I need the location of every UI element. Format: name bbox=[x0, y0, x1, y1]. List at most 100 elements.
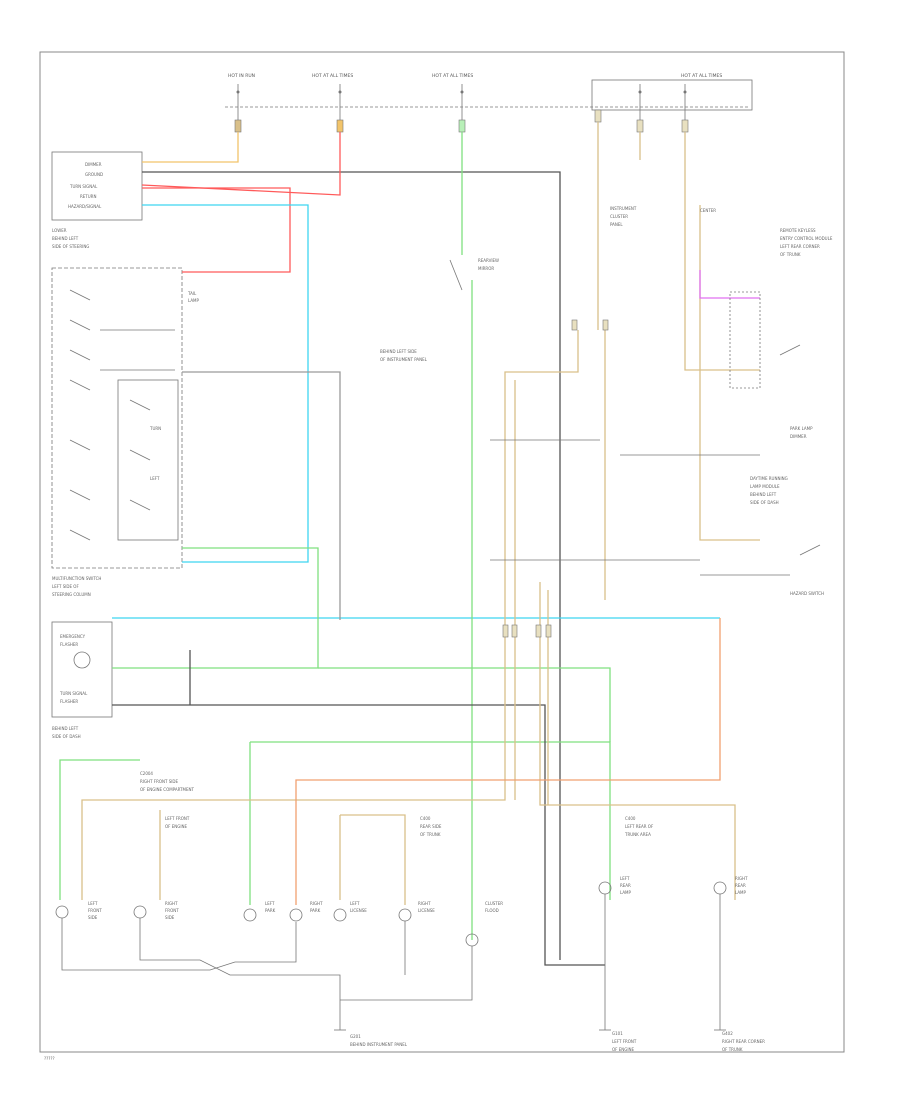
bulb-icon bbox=[713, 881, 727, 895]
svg-text:OF ENGINE: OF ENGINE bbox=[165, 824, 188, 829]
inline-connectors bbox=[502, 319, 609, 638]
bulb-icon bbox=[333, 908, 347, 922]
svg-text:LEFT: LEFT bbox=[265, 901, 275, 906]
svg-text:BEHIND LEFT: BEHIND LEFT bbox=[52, 726, 79, 731]
svg-text:BEHIND INSTRUMENT PANEL: BEHIND INSTRUMENT PANEL bbox=[350, 1042, 408, 1047]
svg-text:ENTRY CONTROL MODULE: ENTRY CONTROL MODULE bbox=[780, 236, 833, 241]
svg-text:G101: G101 bbox=[612, 1031, 623, 1036]
svg-text:DAYTIME RUNNING: DAYTIME RUNNING bbox=[750, 476, 788, 481]
svg-text:G201: G201 bbox=[350, 1034, 361, 1039]
svg-text:TURN SIGNAL: TURN SIGNAL bbox=[59, 691, 88, 696]
svg-text:LEFT REAR CORNER: LEFT REAR CORNER bbox=[780, 244, 820, 249]
svg-text:PARK LAMP: PARK LAMP bbox=[790, 426, 813, 431]
svg-text:FLASHER: FLASHER bbox=[60, 699, 78, 704]
bulb-icon bbox=[289, 908, 303, 922]
svg-text:RIGHT FRONT SIDE: RIGHT FRONT SIDE bbox=[140, 779, 179, 784]
hazard-flasher: EMERGENCY FLASHER TURN SIGNAL FLASHER BE… bbox=[51, 621, 113, 739]
svg-text:LOWER: LOWER bbox=[52, 228, 67, 233]
svg-text:LEFT SIDE OF: LEFT SIDE OF bbox=[52, 584, 79, 589]
svg-text:CLUSTER: CLUSTER bbox=[485, 901, 503, 906]
svg-text:CLUSTER: CLUSTER bbox=[610, 214, 628, 219]
svg-text:TAIL: TAIL bbox=[187, 291, 197, 296]
svg-text:DIMMER: DIMMER bbox=[85, 162, 102, 167]
svg-text:SIDE: SIDE bbox=[165, 915, 175, 920]
svg-text:OF ENGINE COMPARTMENT: OF ENGINE COMPARTMENT bbox=[140, 787, 194, 792]
svg-text:CENTER: CENTER bbox=[700, 208, 716, 213]
svg-text:EMERGENCY: EMERGENCY bbox=[60, 634, 86, 639]
svg-text:PANEL: PANEL bbox=[610, 222, 623, 227]
svg-text:PARK: PARK bbox=[265, 908, 276, 913]
svg-text:RIGHT: RIGHT bbox=[165, 901, 178, 906]
svg-text:OF TRUNK: OF TRUNK bbox=[722, 1047, 743, 1052]
svg-text:DIMMER: DIMMER bbox=[790, 434, 807, 439]
figure-id: ????? bbox=[44, 1056, 55, 1061]
svg-text:REMOTE KEYLESS: REMOTE KEYLESS bbox=[780, 228, 816, 233]
svg-text:C2004: C2004 bbox=[140, 771, 153, 776]
svg-text:TURN SIGNAL: TURN SIGNAL bbox=[69, 184, 98, 189]
svg-text:MIRROR: MIRROR bbox=[478, 266, 494, 271]
svg-text:OF TRUNK: OF TRUNK bbox=[780, 252, 801, 257]
svg-text:RIGHT: RIGHT bbox=[418, 901, 431, 906]
svg-text:OF INSTRUMENT PANEL: OF INSTRUMENT PANEL bbox=[380, 357, 428, 362]
svg-text:BEHIND LEFT: BEHIND LEFT bbox=[750, 492, 777, 497]
svg-text:C400: C400 bbox=[420, 816, 431, 821]
multifunction-switch: TURN LEFT TAIL LAMP MULTIFUNCTION SWITCH… bbox=[51, 267, 200, 597]
svg-text:STEERING COLUMN: STEERING COLUMN bbox=[52, 592, 91, 597]
diagram-frame bbox=[39, 51, 845, 1053]
fuse-icon bbox=[236, 84, 687, 120]
bottom-labels: C2004 RIGHT FRONT SIDE OF ENGINE COMPART… bbox=[140, 771, 765, 1052]
svg-text:INSTRUMENT: INSTRUMENT bbox=[610, 206, 637, 211]
fuse-label-3: HOT AT ALL TIMES bbox=[432, 73, 473, 79]
svg-text:LAMP: LAMP bbox=[735, 890, 747, 895]
svg-text:TURN: TURN bbox=[149, 426, 161, 431]
right-connector-block: CENTER REMOTE KEYLESS ENTRY CONTROL MODU… bbox=[700, 208, 833, 596]
bulb-icon bbox=[598, 881, 612, 895]
fuse-label-1: HOT IN RUN bbox=[228, 73, 255, 79]
svg-text:SIDE OF DASH: SIDE OF DASH bbox=[750, 500, 779, 505]
svg-text:FRONT: FRONT bbox=[165, 908, 179, 913]
bulb-icon bbox=[243, 908, 257, 922]
svg-text:LICENSE: LICENSE bbox=[418, 908, 435, 913]
svg-text:PARK: PARK bbox=[310, 908, 321, 913]
ground-junction: BEHIND LEFT SIDE OF INSTRUMENT PANEL INS… bbox=[380, 206, 637, 362]
svg-text:BEHIND LEFT SIDE: BEHIND LEFT SIDE bbox=[380, 349, 417, 354]
svg-text:RETURN: RETURN bbox=[80, 194, 96, 199]
svg-text:SIDE OF STEERING: SIDE OF STEERING bbox=[52, 244, 89, 249]
fuse-label-2: HOT AT ALL TIMES bbox=[312, 73, 353, 79]
svg-text:BEHIND LEFT: BEHIND LEFT bbox=[52, 236, 79, 241]
bulb-icon bbox=[55, 905, 69, 919]
svg-text:REAR SIDE: REAR SIDE bbox=[420, 824, 442, 829]
svg-text:REARVIEW: REARVIEW bbox=[478, 258, 499, 263]
svg-text:TRUNK AREA: TRUNK AREA bbox=[624, 832, 651, 837]
bulb-icon bbox=[398, 908, 412, 922]
svg-text:LICENSE: LICENSE bbox=[350, 908, 367, 913]
svg-text:FLASHER: FLASHER bbox=[60, 642, 78, 647]
svg-text:HAZARD/SIGNAL: HAZARD/SIGNAL bbox=[68, 204, 102, 209]
svg-text:LEFT FRONT: LEFT FRONT bbox=[165, 816, 190, 821]
svg-text:LEFT REAR OF: LEFT REAR OF bbox=[625, 824, 654, 829]
svg-text:RIGHT: RIGHT bbox=[735, 876, 748, 881]
svg-text:G402: G402 bbox=[722, 1031, 733, 1036]
svg-text:MULTIFUNCTION SWITCH: MULTIFUNCTION SWITCH bbox=[52, 576, 101, 581]
svg-text:LAMP MODULE: LAMP MODULE bbox=[750, 484, 780, 489]
svg-text:SIDE OF DASH: SIDE OF DASH bbox=[52, 734, 81, 739]
svg-text:RIGHT REAR CORNER: RIGHT REAR CORNER bbox=[722, 1039, 765, 1044]
svg-text:LEFT: LEFT bbox=[350, 901, 360, 906]
svg-text:LAMP: LAMP bbox=[620, 890, 632, 895]
svg-text:SIDE: SIDE bbox=[88, 915, 98, 920]
svg-text:LEFT FRONT: LEFT FRONT bbox=[612, 1039, 637, 1044]
multifunction-switch-connector: DIMMER GROUND TURN SIGNAL RETURN HAZARD/… bbox=[51, 151, 143, 249]
svg-text:OF ENGINE: OF ENGINE bbox=[612, 1047, 635, 1052]
svg-text:REAR: REAR bbox=[620, 883, 631, 888]
svg-text:HAZARD SWITCH: HAZARD SWITCH bbox=[790, 591, 824, 596]
svg-text:LEFT: LEFT bbox=[620, 876, 630, 881]
bulb-icon bbox=[133, 905, 147, 919]
svg-text:LEFT: LEFT bbox=[88, 901, 98, 906]
fuse-labels: HOT IN RUN HOT AT ALL TIMES HOT AT ALL T… bbox=[228, 73, 722, 79]
svg-text:C400: C400 bbox=[625, 816, 636, 821]
svg-text:FRONT: FRONT bbox=[88, 908, 102, 913]
svg-text:OF TRUNK: OF TRUNK bbox=[420, 832, 441, 837]
fuse-block bbox=[225, 79, 753, 133]
svg-text:FLOOD: FLOOD bbox=[485, 908, 499, 913]
